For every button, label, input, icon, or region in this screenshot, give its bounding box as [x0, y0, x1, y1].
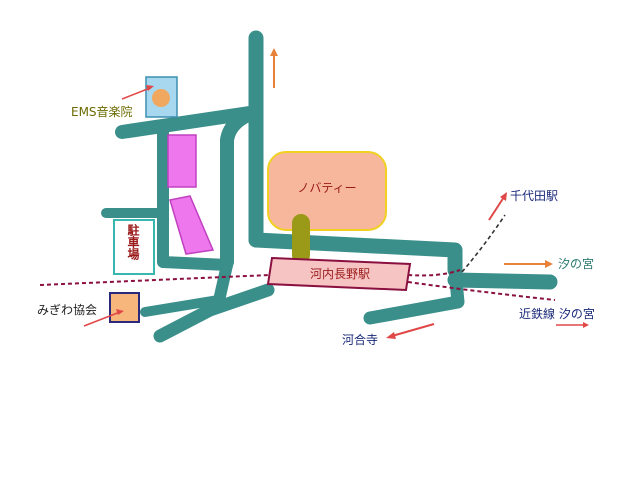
road-curve-down — [220, 105, 263, 269]
chiyoda-label: 千代田駅 — [510, 189, 558, 203]
chiyoda-arrow-line — [488, 196, 505, 221]
station-label: 河内長野駅 — [310, 267, 370, 281]
rail-west — [39, 274, 271, 286]
novelty-label: ノバティー — [297, 181, 356, 195]
road-southwest — [153, 283, 275, 343]
arrow-up-head — [270, 48, 278, 56]
pointer-arrows — [83, 48, 589, 339]
kawaiji-arrow-line — [391, 323, 435, 337]
ems-label: EMS音楽院 — [71, 104, 133, 119]
road-east — [447, 272, 558, 290]
novelty-building — [267, 151, 387, 231]
rail-chiyoda-branch — [461, 214, 506, 273]
shionomiya-road-label: 汐の宮 — [558, 256, 594, 271]
underpass — [292, 214, 310, 264]
circle-marker-icon — [152, 89, 170, 107]
migiwa-label: みぎわ協会 — [37, 302, 97, 317]
migiwa-pointer-line — [83, 311, 121, 327]
road-west-branch — [140, 295, 223, 317]
building-magenta-1 — [167, 134, 197, 188]
road-upper-west — [115, 105, 263, 139]
kintetsu-label: 近鉄線 汐の宮 — [519, 306, 595, 321]
railway — [39, 269, 556, 301]
shionomiya-road-arrow-head — [545, 260, 553, 268]
kawaiji-arrow-head — [386, 332, 396, 339]
ems-pointer-line — [121, 87, 151, 100]
road-southeast — [363, 263, 465, 325]
building-magenta-2 — [169, 195, 215, 255]
parking-label: 駐車場 — [126, 224, 140, 260]
rail-east-upper — [407, 269, 461, 277]
ems-pointer-head — [146, 85, 154, 91]
kintetsu-arrow-head — [583, 322, 589, 328]
rail-east-lower — [407, 281, 556, 301]
rail-north-east — [461, 214, 506, 273]
kawaiji-label: 河合寺 — [342, 332, 378, 347]
roads — [101, 30, 558, 343]
station-building — [266, 256, 412, 292]
road-parking-west — [157, 126, 233, 271]
migiwa-building — [109, 292, 140, 323]
parking-lot — [113, 219, 155, 275]
migiwa-pointer-head — [116, 309, 124, 315]
chiyoda-arrow-head — [500, 192, 507, 201]
road-station-east — [248, 232, 463, 278]
